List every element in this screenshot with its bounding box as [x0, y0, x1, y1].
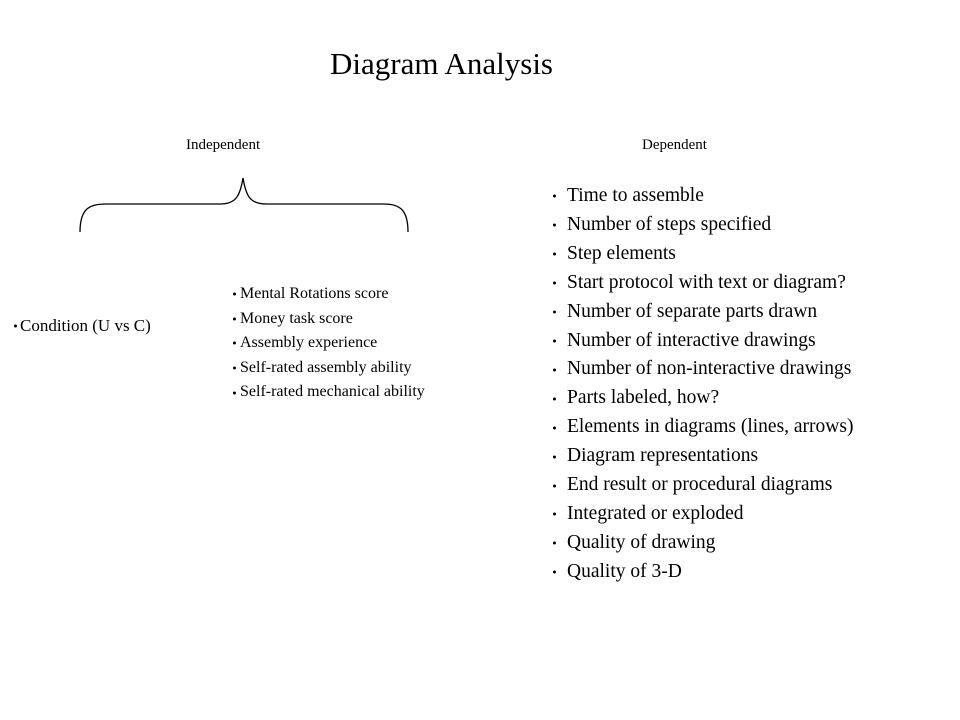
independent-measures-list: Mental Rotations score Money task score …	[233, 282, 425, 405]
list-item: Time to assemble	[552, 182, 853, 211]
bullet-icon	[553, 397, 556, 401]
list-item: Number of steps specified	[552, 211, 853, 240]
bullet-icon	[233, 391, 236, 395]
list-item: End result or procedural diagrams	[552, 471, 853, 500]
dependent-list: Time to assemble Number of steps specifi…	[552, 182, 853, 587]
page-title: Diagram Analysis	[330, 46, 553, 81]
condition-list: Condition (U vs C)	[14, 315, 151, 337]
list-item: Mental Rotations score	[233, 282, 425, 307]
list-item: Integrated or exploded	[552, 500, 853, 529]
bullet-icon	[553, 570, 556, 574]
list-item: Diagram representations	[552, 442, 853, 471]
bullet-icon	[233, 317, 236, 321]
bullet-icon	[553, 512, 556, 516]
dependent-heading: Dependent	[642, 137, 707, 153]
list-item: Quality of 3-D	[552, 558, 853, 587]
bullet-icon	[553, 194, 556, 198]
list-item: Number of interactive drawings	[552, 327, 853, 356]
bullet-icon	[553, 310, 556, 314]
list-item: Elements in diagrams (lines, arrows)	[552, 413, 853, 442]
bullet-icon	[553, 541, 556, 545]
bullet-icon	[233, 292, 236, 296]
bullet-icon	[553, 426, 556, 430]
list-item: Quality of drawing	[552, 529, 853, 558]
list-item: Condition (U vs C)	[14, 315, 151, 337]
list-item: Number of non-interactive drawings	[552, 355, 853, 384]
bullet-icon	[233, 341, 236, 345]
bullet-icon	[553, 252, 556, 256]
list-item: Start protocol with text or diagram?	[552, 269, 853, 298]
bullet-icon	[553, 368, 556, 372]
independent-heading: Independent	[186, 137, 261, 153]
bullet-icon	[14, 324, 17, 328]
list-item: Assembly experience	[233, 331, 425, 356]
bullet-icon	[553, 281, 556, 285]
bullet-icon	[553, 223, 556, 227]
bullet-icon	[553, 339, 556, 343]
list-item: Money task score	[233, 307, 425, 332]
list-item: Self-rated mechanical ability	[233, 380, 425, 405]
list-item: Parts labeled, how?	[552, 384, 853, 413]
list-item: Step elements	[552, 240, 853, 269]
list-item: Self-rated assembly ability	[233, 356, 425, 381]
list-item: Number of separate parts drawn	[552, 298, 853, 327]
bullet-icon	[553, 484, 556, 488]
bullet-icon	[233, 366, 236, 370]
bullet-icon	[553, 455, 556, 459]
